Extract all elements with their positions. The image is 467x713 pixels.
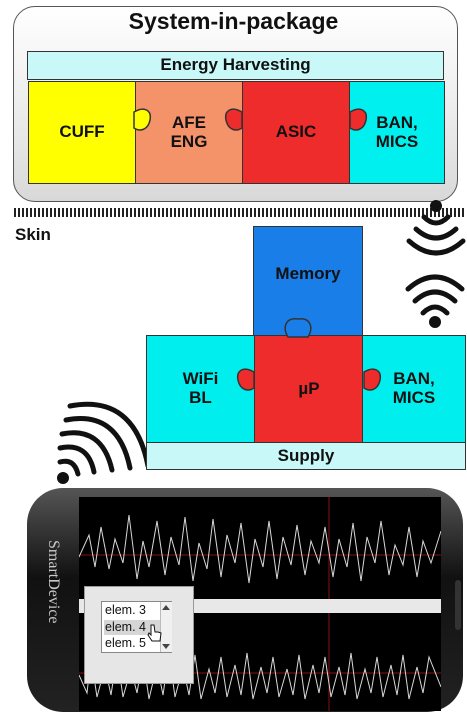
up-label: µP <box>298 378 320 398</box>
wifi-bl-block: WiFi BL <box>146 335 255 443</box>
module-ban-mics-block: BAN, MICS <box>362 335 466 443</box>
cuff-knob <box>133 108 152 131</box>
memory-knob <box>284 318 312 338</box>
sip-mics-label: MICS <box>375 131 419 151</box>
bl-label: BL <box>189 388 212 407</box>
asic-label: ASIC <box>275 122 317 142</box>
hand-cursor-icon <box>147 624 162 642</box>
skin-line <box>14 208 466 217</box>
up-left-knob <box>236 368 255 391</box>
asic-right-knob <box>349 108 368 131</box>
supply-bar: Supply <box>146 442 466 470</box>
sip-wireless-icon <box>406 200 466 256</box>
asic-left-knob <box>224 108 243 131</box>
sip-ban-label: BAN, <box>376 112 418 132</box>
scroll-down-icon[interactable] <box>162 644 170 649</box>
scroll-up-icon[interactable] <box>162 605 170 610</box>
device-wireless-icon <box>57 401 151 484</box>
up-right-knob <box>363 368 382 391</box>
energy-harvesting-bar: Energy Harvesting <box>27 51 444 80</box>
list-scrollbar[interactable] <box>160 602 172 652</box>
list-item[interactable]: elem. 5 <box>105 636 146 650</box>
list-item[interactable]: elem. 3 <box>105 603 146 617</box>
wifi-label: WiFi <box>182 369 219 389</box>
module-ban-label: BAN, <box>393 369 435 389</box>
list-item-selected[interactable]: elem. 4 <box>104 620 161 635</box>
cuff-block: CUFF <box>28 81 136 184</box>
device-brand-label: SmartDevice <box>45 540 62 624</box>
device-side-button[interactable] <box>455 580 461 630</box>
sip-ban-mics-block: BAN, MICS <box>349 81 445 184</box>
sip-title: System-in-package <box>128 8 339 34</box>
cuff-label: CUFF <box>59 122 105 142</box>
memory-label: Memory <box>275 264 341 283</box>
module-wireless-icon <box>405 274 465 328</box>
eng-label: ENG <box>170 131 208 151</box>
afe-label: AFE <box>172 112 206 132</box>
scroll-arrows <box>162 605 170 649</box>
skin-label: Skin <box>15 225 51 244</box>
memory-block: Memory <box>253 226 363 337</box>
module-mics-label: MICS <box>392 388 436 407</box>
